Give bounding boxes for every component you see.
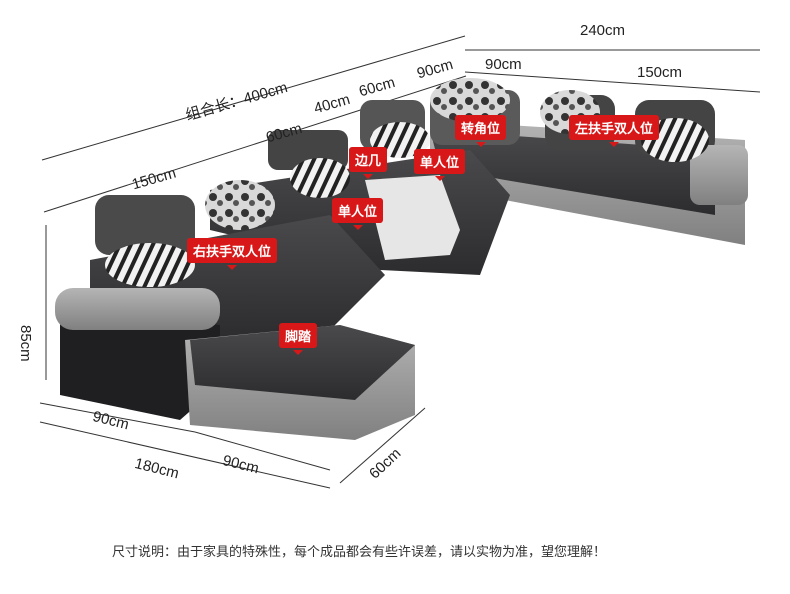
- tag-corner-seat: 转角位: [455, 115, 507, 147]
- tag-side-table: 边几: [349, 147, 388, 179]
- tag-ottoman: 脚踏: [279, 323, 318, 355]
- size-note: 尺寸说明：由于家具的特殊性，每个成品都会有些许误差，请以实物为准，望您理解！: [112, 545, 607, 560]
- tag-single-seat-a: 单人位: [414, 149, 466, 181]
- dim-top-right-a: 90cm: [485, 56, 522, 73]
- sofa-left: [55, 180, 385, 420]
- sofa-ottoman: [185, 325, 415, 440]
- tag-right-arm-double: 右扶手双人位: [187, 238, 278, 270]
- tag-single-seat-b: 单人位: [332, 198, 384, 230]
- tag-left-arm-double: 左扶手双人位: [569, 115, 660, 147]
- dim-height: 85cm: [17, 325, 34, 362]
- dim-top-right-b: 150cm: [637, 64, 683, 81]
- dim-top-right-total: 240cm: [580, 22, 626, 39]
- dimension-lines: [39, 35, 761, 489]
